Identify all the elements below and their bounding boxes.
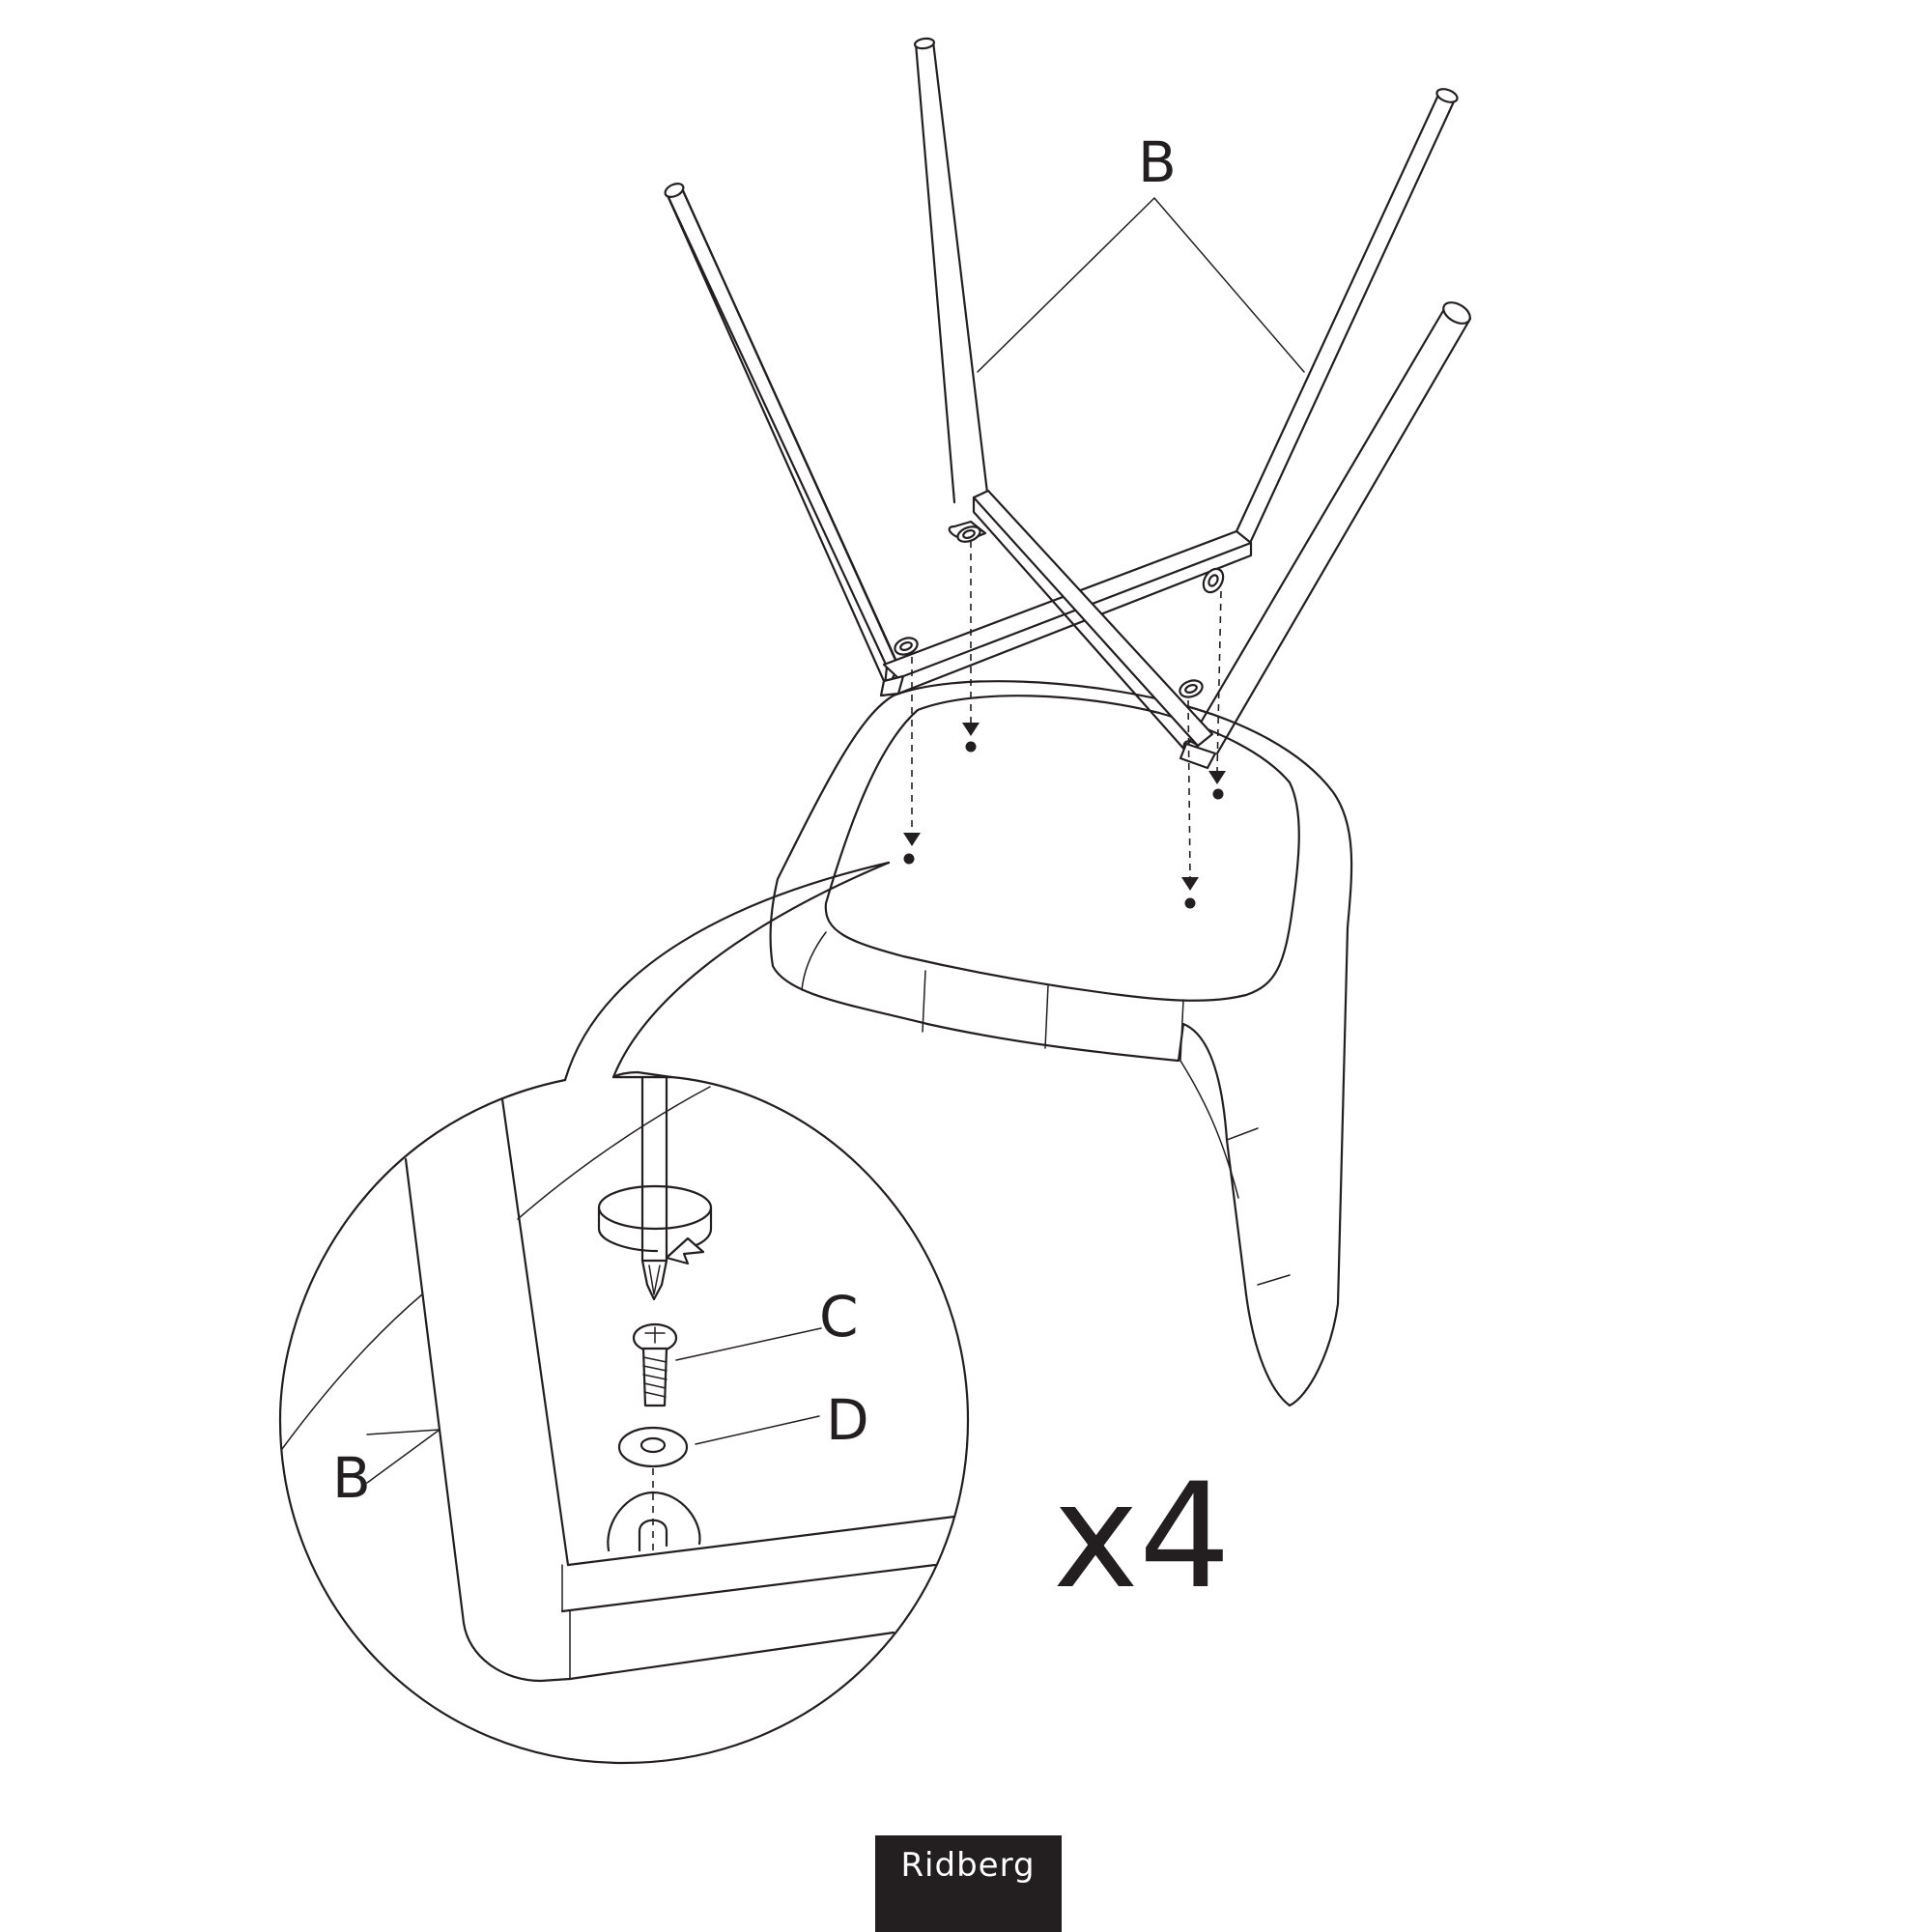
mounting-tab	[894, 637, 919, 656]
mounting-tab	[1202, 567, 1225, 594]
label-legs: B	[1138, 129, 1177, 195]
label-washer: D	[826, 1387, 869, 1453]
brand-logo: Ridberg	[875, 1835, 1062, 1932]
mounting-tab	[1179, 679, 1204, 698]
leg-frame: B	[664, 37, 1472, 770]
washer-icon: D	[617, 1387, 869, 1468]
label-leg-detail: B	[332, 1445, 371, 1511]
alignment-arrows	[903, 541, 1226, 909]
mounting-slot	[607, 1468, 701, 1552]
detail-view: B C D	[281, 1075, 956, 1683]
screw-icon: C	[632, 1284, 859, 1407]
screwdriver-icon	[640, 1075, 668, 1301]
label-screw: C	[819, 1284, 859, 1350]
brand-name: Ridberg	[900, 1846, 1035, 1885]
quantity-multiplier: x4	[1053, 1453, 1231, 1621]
chair-seat	[769, 680, 1353, 1407]
mounting-tab	[948, 520, 987, 543]
detail-callout	[278, 861, 970, 1765]
rotate-arrow-icon	[597, 1184, 713, 1265]
